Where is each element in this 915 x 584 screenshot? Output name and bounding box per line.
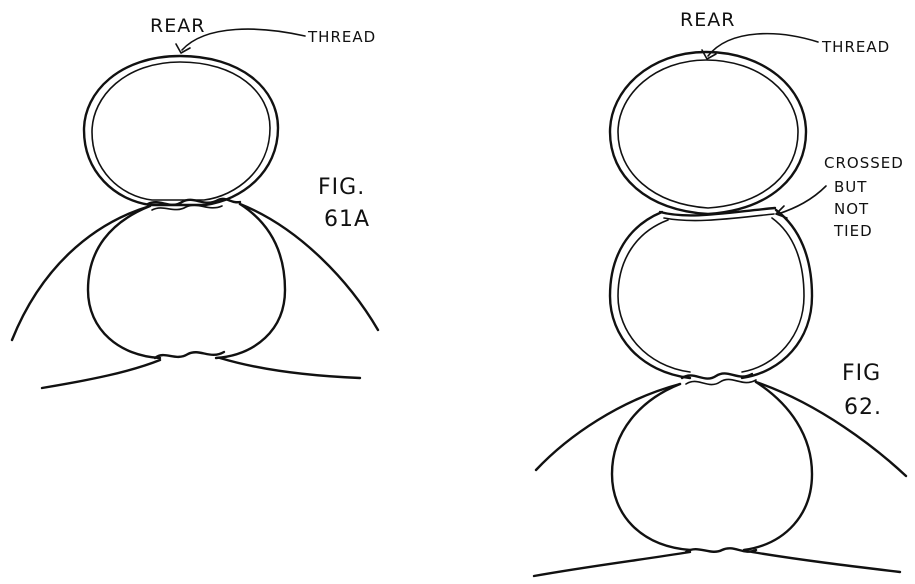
rear-label: REAR: [150, 15, 205, 37]
middle-loop: [610, 210, 812, 378]
bottom-knot: [42, 352, 360, 388]
figure-61a: REAR THREAD FIG. 61A: [12, 15, 378, 388]
upper-loop: [84, 56, 278, 205]
crossed-arrow: [776, 186, 826, 218]
figure-label-line1: FIG: [842, 361, 881, 386]
crossed-note-line1: CROSSED: [824, 154, 904, 172]
figure-62: REAR THREAD CROSSED BUT NOT TIED FIG 62.: [534, 9, 906, 576]
figure-label-line2: 61A: [324, 207, 370, 232]
thread-arrow-62: [702, 34, 818, 59]
thread-label: THREAD: [307, 28, 376, 46]
crossed-note-line4: TIED: [833, 222, 873, 240]
thread-label: THREAD: [821, 38, 890, 56]
crossed-note-line3: NOT: [834, 200, 869, 218]
bottom-knot-62: [534, 548, 900, 576]
crossed-note: CROSSED BUT NOT TIED: [824, 154, 904, 240]
knot-twist-62: [682, 373, 756, 384]
figure-label-line2: 62.: [844, 395, 882, 420]
crossed-note-line2: BUT: [834, 178, 867, 196]
figure-label-line1: FIG.: [318, 175, 365, 200]
top-loop: [610, 52, 806, 214]
rear-label: REAR: [680, 9, 735, 31]
